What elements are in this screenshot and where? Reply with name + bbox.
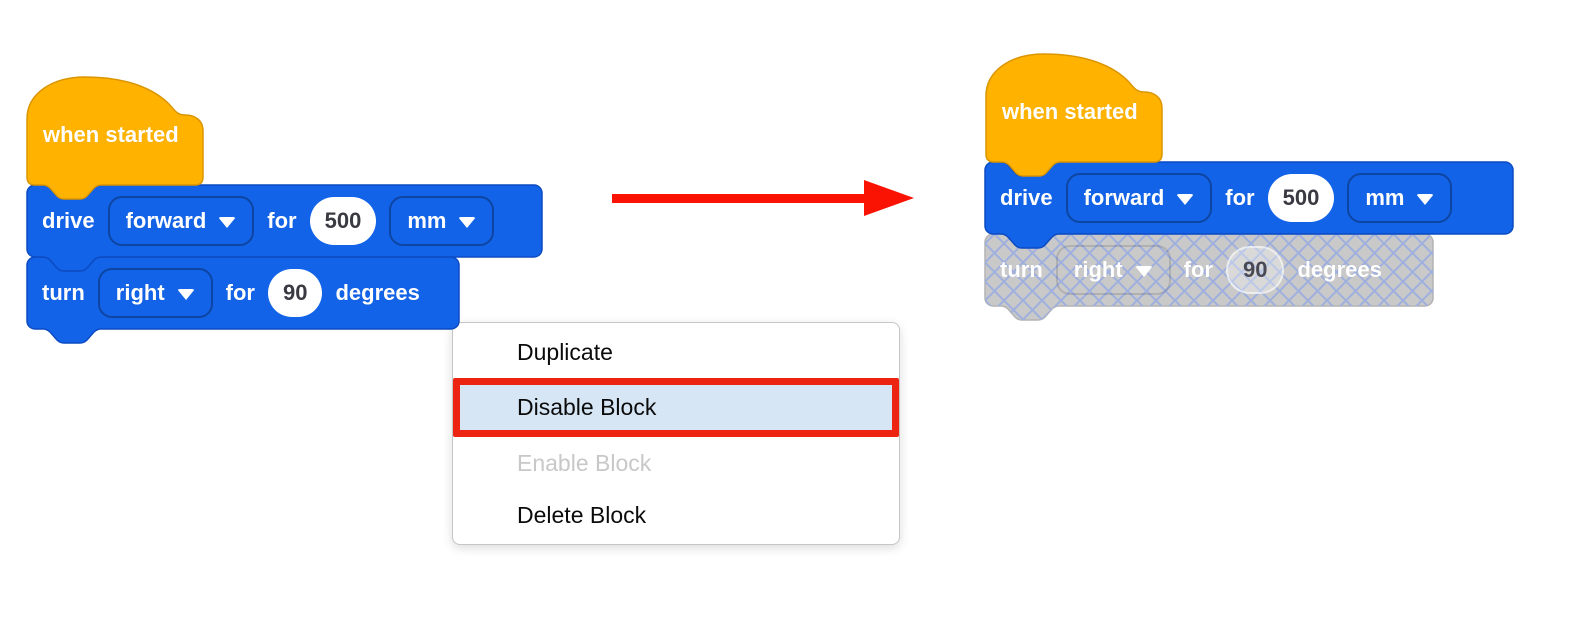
turn-angle-input[interactable]: 90 <box>1225 246 1285 294</box>
drive-distance-input[interactable]: 500 <box>1267 174 1335 222</box>
drive-direction-dropdown[interactable]: forward <box>107 196 255 246</box>
turn-for-label: for <box>1183 257 1213 282</box>
turn-unit-label: degrees <box>1297 257 1382 282</box>
hat-block-shape <box>985 53 1163 177</box>
drive-unit-value: mm <box>1365 185 1405 210</box>
hat-block-label: when started <box>43 122 179 147</box>
menu-item-disable-block[interactable]: Disable Block <box>453 378 899 437</box>
drive-unit-dropdown[interactable]: mm <box>389 196 495 246</box>
menu-item-delete-block[interactable]: Delete Block <box>517 501 647 528</box>
drive-unit-dropdown[interactable]: mm <box>1347 173 1453 223</box>
drive-block[interactable]: drive forward for 500 mm <box>26 184 543 272</box>
drive-distance-input[interactable]: 500 <box>309 197 377 245</box>
turn-direction-value: right <box>115 280 165 305</box>
drive-verb-label: drive <box>1000 185 1053 210</box>
drive-verb-label: drive <box>42 208 95 233</box>
when-started-hat-block-result[interactable]: when started <box>985 50 1166 177</box>
when-started-hat-block[interactable]: when started <box>26 73 207 200</box>
context-menu: Duplicate Disable Block Enable Block Del… <box>452 322 900 545</box>
turn-direction-value: right <box>1073 257 1123 282</box>
turn-block[interactable]: turn right for 90 degrees <box>26 256 460 344</box>
hat-block-shape <box>26 76 204 200</box>
dropdown-arrow-icon <box>1416 193 1435 205</box>
drive-direction-value: forward <box>1083 185 1165 210</box>
drive-for-label: for <box>1225 185 1255 210</box>
drive-direction-dropdown[interactable]: forward <box>1065 173 1213 223</box>
turn-verb-label: turn <box>42 280 85 305</box>
turn-direction-dropdown[interactable]: right <box>1055 245 1171 295</box>
turn-verb-label: turn <box>1000 257 1043 282</box>
menu-item-duplicate[interactable]: Duplicate <box>517 338 613 365</box>
drive-block-result[interactable]: drive forward for 500 mm <box>984 161 1514 249</box>
dropdown-arrow-icon <box>1134 265 1153 277</box>
turn-angle-input[interactable]: 90 <box>267 269 323 317</box>
turn-direction-dropdown[interactable]: right <box>97 268 213 318</box>
hat-block-label: when started <box>1002 99 1138 124</box>
turn-for-label: for <box>225 280 255 305</box>
dropdown-arrow-icon <box>218 216 237 228</box>
turn-block-disabled[interactable]: turn right for 90 degrees <box>984 233 1434 321</box>
drive-for-label: for <box>267 208 297 233</box>
menu-item-enable-block: Enable Block <box>517 449 652 476</box>
dropdown-arrow-icon <box>458 216 477 228</box>
dropdown-arrow-icon <box>176 288 195 300</box>
dropdown-arrow-icon <box>1176 193 1195 205</box>
turn-block-disabled-shape <box>984 233 1434 321</box>
transition-arrow-icon <box>612 180 914 216</box>
turn-unit-label: degrees <box>335 280 420 305</box>
drive-unit-value: mm <box>407 208 447 233</box>
drive-direction-value: forward <box>125 208 207 233</box>
